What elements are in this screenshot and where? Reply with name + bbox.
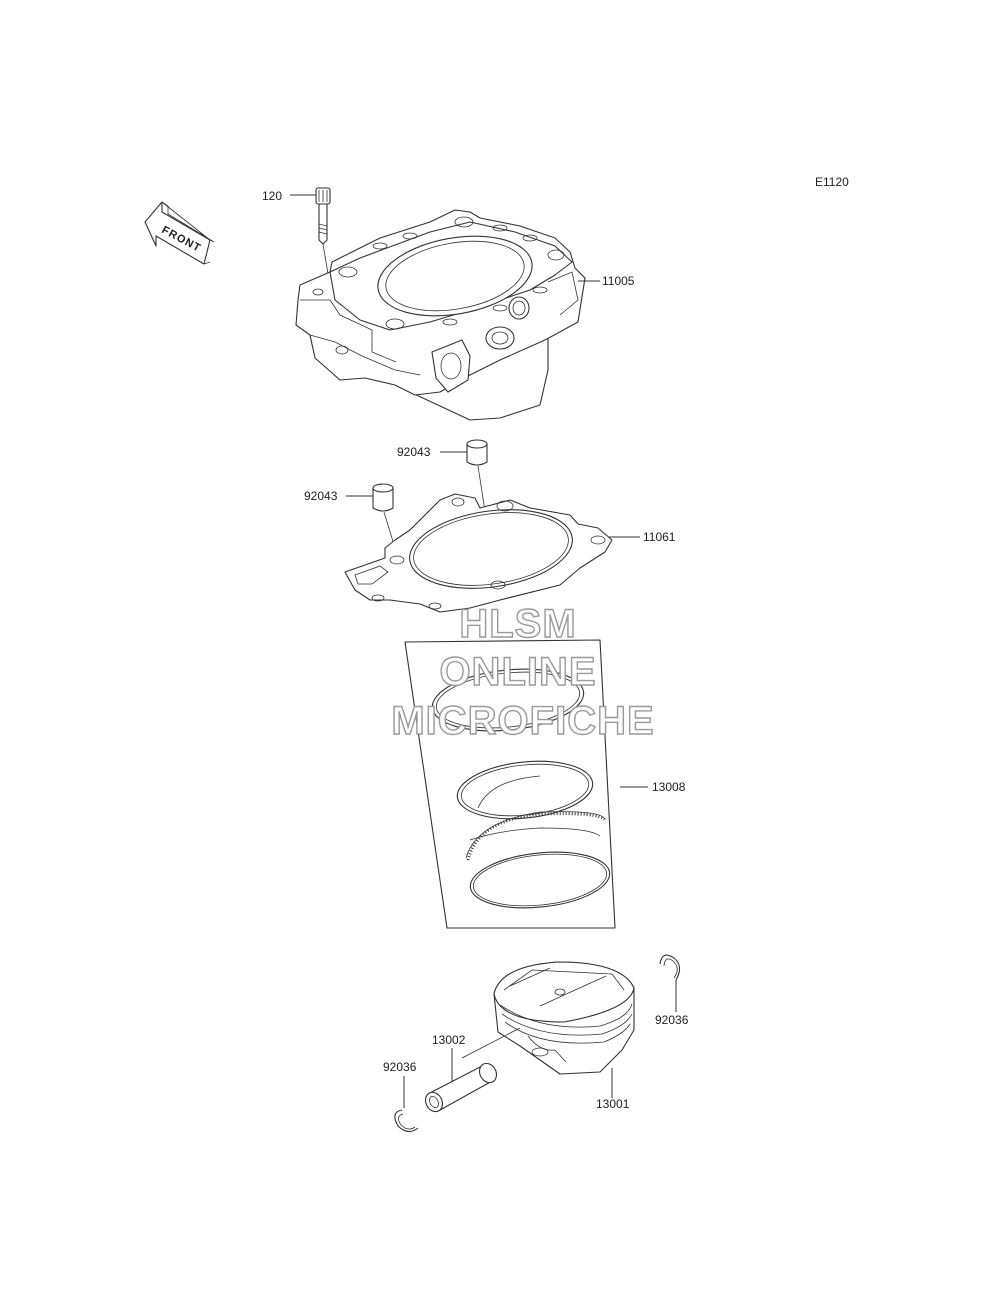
label-ring-set: 13008	[652, 780, 686, 794]
watermark-line2: ONLINE	[439, 650, 596, 694]
watermark-line1: HLSM	[459, 602, 576, 646]
front-arrow-icon: FRONT	[144, 201, 215, 265]
bolt-part	[315, 187, 341, 346]
label-dowel-top: 92043	[397, 445, 431, 459]
label-cylinder: 11005	[602, 274, 635, 288]
label-snap-left: 92036	[383, 1060, 417, 1074]
piston-part	[461, 961, 635, 1075]
label-snap-right: 92036	[655, 1013, 689, 1027]
snap-ring-left-part	[394, 1109, 419, 1133]
piston-pin-part	[424, 1062, 498, 1113]
label-bolt: 120	[262, 189, 282, 203]
label-piston: 13001	[596, 1097, 630, 1111]
label-dowel-left: 92043	[304, 489, 338, 503]
piston-ring-set-part	[404, 639, 616, 929]
label-pin: 13002	[432, 1033, 466, 1047]
label-gasket: 11061	[643, 530, 676, 544]
gasket-part	[344, 493, 613, 613]
watermark: HLSM ONLINE MICROFICHE	[391, 601, 655, 743]
watermark-line3: MICROFICHE	[391, 699, 654, 743]
cylinder-part	[295, 209, 586, 421]
snap-ring-right-part	[659, 954, 681, 981]
dowel-pin-left	[372, 483, 399, 559]
diagram-code: E1120	[815, 175, 849, 189]
